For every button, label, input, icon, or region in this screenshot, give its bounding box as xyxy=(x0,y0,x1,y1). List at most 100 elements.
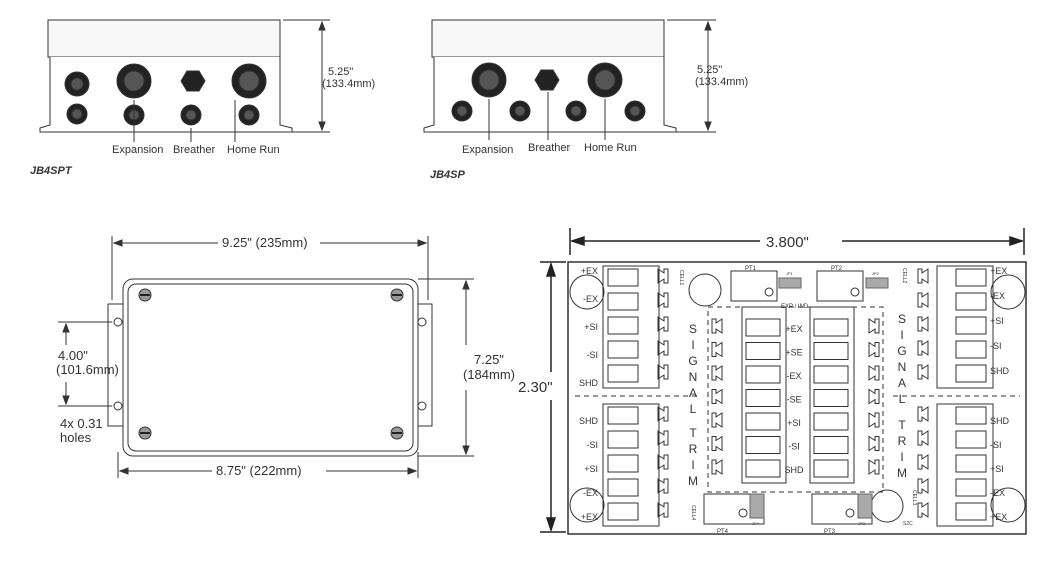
terminal-clip-icon xyxy=(657,502,669,518)
terminal-clip-icon xyxy=(917,364,929,380)
terminal-clip-icon xyxy=(868,435,880,452)
terminal-label: -EX xyxy=(990,291,1005,301)
terminal-clip-icon xyxy=(917,406,929,422)
terminal-label: -SI xyxy=(990,440,1002,450)
cell3-label: CELL3 xyxy=(911,490,917,506)
signal-trim-letter: N xyxy=(689,370,698,384)
signal-trim-letter: R xyxy=(689,442,698,456)
jb4spt-model-label: JB4SPT xyxy=(30,165,73,177)
terminal-label: -SI xyxy=(586,440,598,450)
terminal-label: +SI xyxy=(584,322,598,332)
jb4spt-home-run-label: Home Run xyxy=(227,144,280,156)
jb4spt-height-mm: (133.4mm) xyxy=(322,78,375,90)
terminal-cell xyxy=(955,268,987,287)
holes-label-2: holes xyxy=(60,430,92,445)
terminal-cell xyxy=(813,389,849,407)
jp4-label: JP4 xyxy=(752,521,760,526)
signal-trim-letter: I xyxy=(900,450,903,464)
terminal-clip-icon xyxy=(868,318,880,334)
terminal-cell xyxy=(813,459,849,478)
terminal-clip-icon xyxy=(711,318,723,334)
terminal-clip-icon xyxy=(917,268,929,284)
signal-trim-letter: M xyxy=(897,466,907,480)
terminal-cell xyxy=(607,406,639,425)
terminal-clip-icon xyxy=(917,316,929,332)
terminal-labels-left-bottom: SHD-SI+SI-EX+EX xyxy=(579,416,599,522)
pcb-height-label: 2.30" xyxy=(518,379,553,396)
mounting-hole-icon xyxy=(990,274,1026,310)
enclosure-top-view xyxy=(58,236,474,478)
top-view-left-height-in: 4.00" xyxy=(58,348,88,363)
terminal-clip-icon xyxy=(711,435,723,452)
signal-trim-letter: G xyxy=(897,344,906,358)
screw-icon xyxy=(390,426,404,440)
jp2-label: JP2 xyxy=(872,271,880,276)
terminal-label: +EX xyxy=(785,324,802,334)
terminal-clip-icon xyxy=(657,478,669,494)
terminal-cell xyxy=(607,268,639,287)
terminal-label: -EX xyxy=(583,294,598,304)
terminal-clip-icon xyxy=(711,388,723,405)
terminal-clip-icon xyxy=(868,341,880,358)
signal-trim-letter: G xyxy=(688,354,697,368)
terminal-label: -EX xyxy=(583,488,598,498)
terminal-label: +EX xyxy=(990,512,1007,522)
terminal-cell xyxy=(813,342,849,360)
pcb-dimensions xyxy=(540,228,1025,533)
pt1-label: PT1 xyxy=(745,266,757,272)
terminal-clip-icon xyxy=(711,365,723,381)
mounting-hole-icon xyxy=(688,273,722,307)
terminal-cell xyxy=(955,316,987,335)
jb4sp-height-mm: (133.4mm) xyxy=(695,76,748,88)
terminal-cell xyxy=(955,364,987,383)
terminal-cell xyxy=(607,292,639,311)
terminal-clip-icon xyxy=(917,340,929,356)
terminal-label: +EX xyxy=(990,266,1007,276)
pt2-label: PT2 xyxy=(831,266,843,272)
terminal-cell xyxy=(813,412,849,431)
enclosure-jb4spt xyxy=(39,19,330,142)
terminal-clip-icon xyxy=(711,341,723,358)
terminal-label: -EX xyxy=(786,371,801,381)
terminal-cell xyxy=(813,318,849,337)
signal-trim-letter: N xyxy=(898,360,907,374)
terminal-clip-icon xyxy=(917,292,929,308)
signal-trim-letter: I xyxy=(900,328,903,342)
terminal-cell xyxy=(607,454,639,473)
pcb-terminal-cells xyxy=(607,268,987,521)
terminal-label: +EX xyxy=(581,266,598,276)
terminal-clip-icon xyxy=(917,430,929,446)
terminal-cell xyxy=(745,389,781,407)
terminal-clip-icon xyxy=(657,364,669,380)
terminal-cell xyxy=(955,406,987,425)
terminal-cell xyxy=(955,502,987,521)
jb4spt-breather-label: Breather xyxy=(173,144,216,156)
terminal-cell xyxy=(607,502,639,521)
terminal-cell xyxy=(745,412,781,431)
terminal-cell xyxy=(607,478,639,497)
pt3-label: PT3 xyxy=(824,529,836,535)
cell2-label: CELL2 xyxy=(901,268,907,284)
pcb-board xyxy=(567,261,1027,535)
terminal-label: SHD xyxy=(990,416,1010,426)
signal-trim-letter: I xyxy=(691,338,694,352)
signal-trim-letter: L xyxy=(690,402,697,416)
jb4sp-height-in: 5.25" xyxy=(697,64,722,76)
terminal-clip-icon xyxy=(657,340,669,356)
terminal-clip-icon xyxy=(657,454,669,470)
terminal-label: SHD xyxy=(579,378,599,388)
signal-trim-letter: I xyxy=(691,458,694,472)
terminal-label: -SE xyxy=(786,395,801,405)
terminal-label: SHD xyxy=(784,465,804,475)
terminal-label: +SI xyxy=(787,418,801,428)
terminal-clip-icon xyxy=(657,406,669,422)
terminal-cell xyxy=(813,365,849,384)
signal-trim-letter: R xyxy=(898,434,907,448)
terminal-clip-icon xyxy=(868,412,880,428)
top-view-outer-width: 9.25" (235mm) xyxy=(222,235,308,250)
screw-icon xyxy=(390,288,404,302)
